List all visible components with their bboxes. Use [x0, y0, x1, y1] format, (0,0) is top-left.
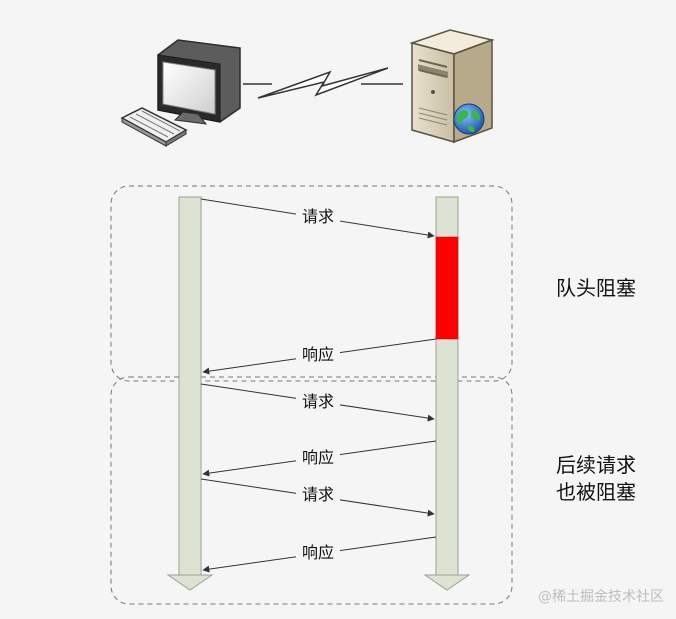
watermark: @稀土掘金技术社区 [538, 589, 664, 605]
server-tower-icon [409, 29, 495, 144]
message-label: 响应 [302, 448, 334, 467]
globe-icon [453, 103, 485, 135]
desktop-computer-icon [120, 39, 241, 147]
message-response-3: 响应 [202, 536, 437, 573]
blocked-label-line-1: 后续请求 [556, 453, 636, 477]
lightning-link-icon [243, 67, 403, 99]
keyboard-icon [120, 107, 188, 147]
message-label: 请求 [302, 207, 334, 226]
client-lifeline [166, 196, 214, 591]
message-label: 请求 [302, 485, 334, 504]
head-of-line-label: 队头阻塞 [556, 276, 636, 300]
blocked-label-line-2: 也被阻塞 [556, 480, 636, 504]
message-label: 响应 [302, 345, 334, 364]
message-response-2: 响应 [202, 440, 437, 477]
message-label: 响应 [302, 543, 334, 562]
message-label: 请求 [302, 392, 334, 411]
blocking-processing-block [435, 236, 459, 340]
message-request-1: 请求 [200, 198, 435, 239]
message-request-3: 请求 [200, 478, 435, 517]
message-response-1: 响应 [202, 338, 437, 375]
blocked-frame [110, 376, 513, 605]
head-of-line-frame [110, 185, 513, 382]
message-request-2: 请求 [200, 383, 435, 422]
